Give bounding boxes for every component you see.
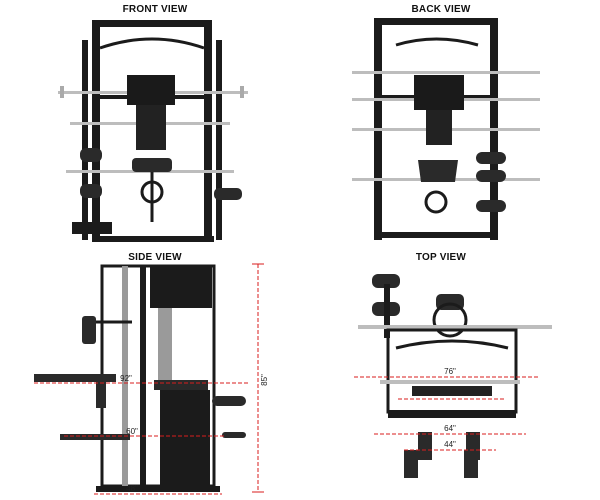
dim-label-60: 60" (126, 427, 138, 436)
top-view-drawing: 76" 47" 64" 44" (354, 274, 552, 478)
back-view-panel: BACK VIEW (300, 0, 600, 250)
dim-label-85: 85" (260, 374, 269, 386)
dim-label-92: 92" (120, 374, 132, 383)
back-view-drawing (352, 18, 540, 240)
side-dimension-lines (34, 263, 264, 495)
dim-label-44: 44" (444, 440, 456, 449)
side-view-drawing: 92" 60" 48" 85" (34, 263, 269, 495)
back-view-title: BACK VIEW (411, 4, 471, 15)
front-view-title: FRONT VIEW (122, 4, 188, 15)
dim-label-76: 76" (444, 367, 456, 376)
top-view-title: TOP VIEW (415, 252, 467, 263)
dim-label-47: 47" (444, 389, 456, 398)
dim-label-48: 48" (126, 484, 138, 493)
front-view-drawing (58, 20, 248, 242)
front-view-panel: FRONT VIEW (0, 0, 300, 250)
top-dimension-lines (354, 376, 540, 451)
side-view-panel: SIDE VIEW 92" 60" 48" 8 (0, 250, 300, 500)
side-view-title: SIDE VIEW (128, 252, 182, 263)
top-view-panel: TOP VIEW 76" 47" 64" 44" (300, 250, 600, 500)
dim-label-64: 64" (444, 424, 456, 433)
